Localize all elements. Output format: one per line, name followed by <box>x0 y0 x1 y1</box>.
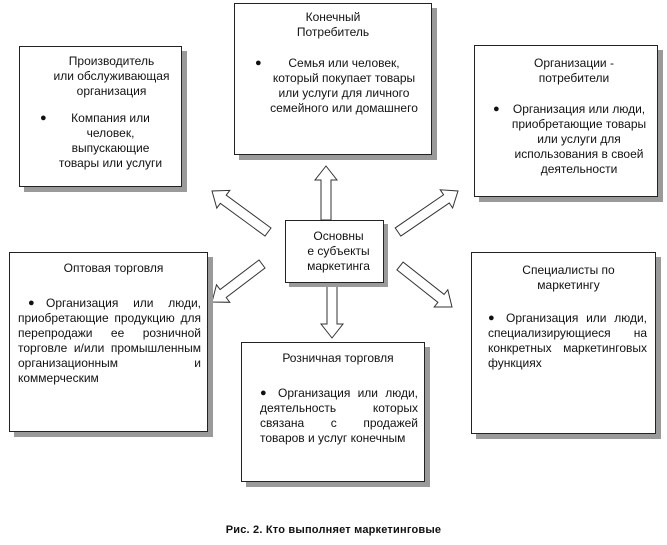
org-consumers-item: ● Организация или люди, приобретающие то… <box>493 102 647 176</box>
consumer-box: Конечный Потребитель ● Семья или человек… <box>234 3 432 155</box>
specialists-item: ● Организация или люди, специализирующие… <box>488 311 647 370</box>
specialists-box: Специалисты по маркетингу ● Организация … <box>471 252 656 434</box>
wholesale-item: ● Организация или люди, приобретающие пр… <box>18 296 201 385</box>
arrow-to-specialists <box>396 261 453 308</box>
center-title: Основны е субъекты маркетинга <box>307 229 370 273</box>
bullet-icon: ● <box>40 112 47 124</box>
arrow-to-wholesale <box>211 259 266 303</box>
arrow-to-consumer <box>313 165 339 221</box>
figure-caption: Рис. 2. Кто выполняет маркетинговые <box>225 524 442 536</box>
producer-item: ● Компания или человек, выпускающие това… <box>40 111 163 170</box>
producer-title: Производитель или обслуживающая организа… <box>53 54 170 98</box>
producer-box: Производитель или обслуживающая организа… <box>19 46 182 187</box>
arrow-to-org-consumers <box>394 189 459 237</box>
consumer-item: ● Семья или человек, который покупает то… <box>255 56 418 115</box>
retail-item: ● Организация или люди, деятельность кот… <box>260 386 418 445</box>
bullet-icon: ● <box>255 57 262 69</box>
retail-box: Розничная торговля ● Организация или люд… <box>241 342 425 482</box>
bullet-icon: ● <box>488 312 495 324</box>
specialists-title: Специалисты по маркетингу <box>522 263 615 292</box>
center-box: Основны е субъекты маркетинга <box>285 220 384 283</box>
consumer-title: Конечный Потребитель <box>296 10 370 39</box>
arrow-to-producer <box>211 189 272 237</box>
retail-title: Розничная торговля <box>282 351 394 365</box>
arrow-to-retail <box>319 283 345 339</box>
bullet-icon: ● <box>260 387 267 399</box>
bullet-icon: ● <box>28 297 35 309</box>
wholesale-box: Оптовая торговля ● Организация или люди,… <box>9 252 208 432</box>
org-consumers-title: Организации - потребители <box>534 56 614 85</box>
bullet-icon: ● <box>493 103 500 115</box>
wholesale-title: Оптовая торговля <box>63 261 164 275</box>
org-consumers-box: Организации - потребители ● Организация … <box>474 45 658 197</box>
